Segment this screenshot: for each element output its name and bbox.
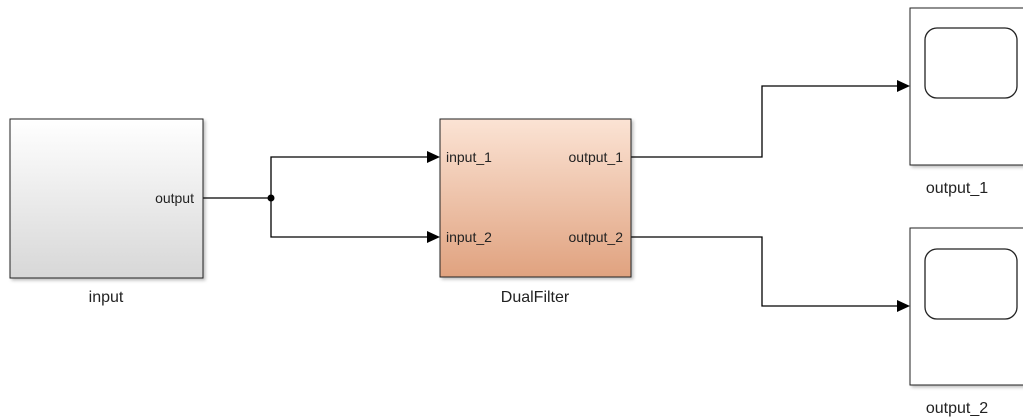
scope-output-1-screen-icon <box>924 27 1018 99</box>
scope-output-1-label: output_1 <box>926 180 988 197</box>
signal-line-output-2[interactable] <box>631 236 898 307</box>
scope-output-2-label: output_2 <box>926 400 988 417</box>
dual-filter-port-output-2: output_2 <box>569 229 624 245</box>
dual-filter-port-input-1: input_1 <box>446 149 492 165</box>
input-block[interactable]: output input <box>9 118 204 306</box>
dual-filter-port-output-1: output_1 <box>569 149 624 165</box>
input-block-body[interactable] <box>9 118 204 279</box>
signal-line-output-1[interactable] <box>631 85 898 158</box>
scope-output-1-block[interactable]: output_1 <box>909 7 1023 197</box>
scope-output-2-screen-icon <box>924 248 1018 320</box>
dual-filter-block[interactable]: input_1 input_2 output_1 output_2 DualFi… <box>439 118 632 306</box>
signal-line-to-input-2[interactable] <box>270 198 430 238</box>
dual-filter-block-body[interactable] <box>439 118 632 278</box>
signal-line-to-input-1[interactable] <box>270 156 430 198</box>
arrowhead-input-2 <box>427 231 440 243</box>
scope-output-2-block[interactable]: output_2 <box>909 227 1023 417</box>
input-block-port-output: output <box>155 190 194 206</box>
branch-point <box>267 194 275 202</box>
signal-lines <box>203 80 910 312</box>
dual-filter-block-label: DualFilter <box>501 289 570 306</box>
input-block-label: input <box>89 289 124 306</box>
arrowhead-scope-1 <box>897 80 910 92</box>
arrowhead-scope-2 <box>897 300 910 312</box>
dual-filter-port-input-2: input_2 <box>446 229 492 245</box>
arrowhead-input-1 <box>427 151 440 163</box>
